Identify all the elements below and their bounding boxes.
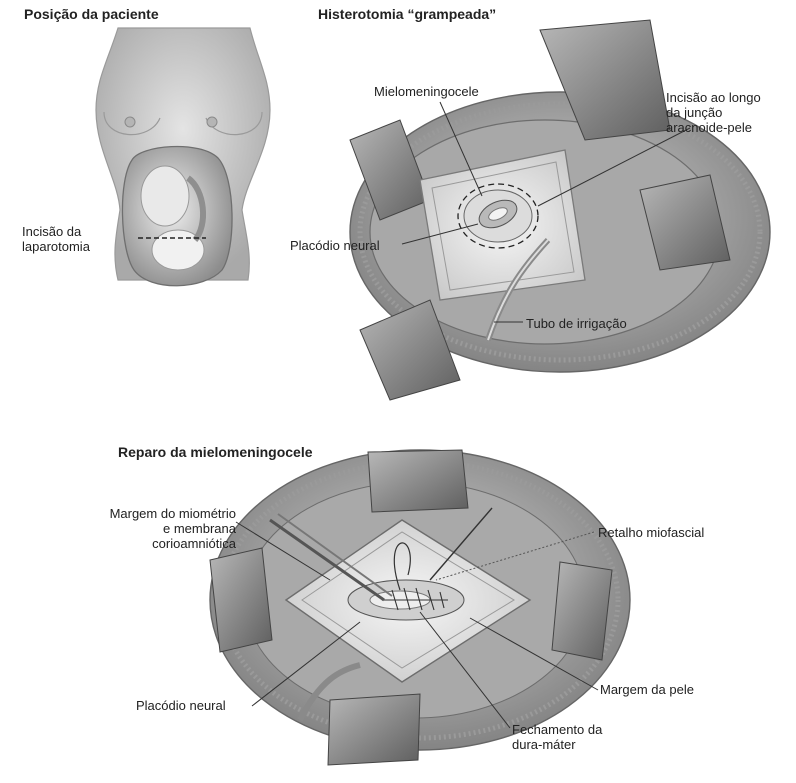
- label-incision-junction-line2: da junção: [666, 105, 761, 120]
- label-skin-margin: Margem da pele: [600, 682, 694, 697]
- panel-title-patient: Posição da paciente: [24, 6, 159, 22]
- patient-torso: [96, 28, 270, 286]
- label-dura-closure: Fechamento da dura-máter: [512, 722, 602, 752]
- label-irrigation-tube: Tubo de irrigação: [526, 316, 627, 331]
- hysterotomy-field: [350, 20, 770, 400]
- panel-title-hysterotomy: Histerotomia “grampeada”: [318, 6, 496, 22]
- repair-field: [210, 450, 630, 765]
- label-myometrium-margin: Margem do miométrio e membrana corioamni…: [52, 506, 236, 551]
- label-dura-line2: dura-máter: [512, 737, 602, 752]
- label-laparotomy-incision: Incisão da laparotomia: [22, 224, 90, 254]
- label-neural-placode-bottom: Placódio neural: [136, 698, 226, 713]
- label-myometrium-line2: e membrana: [52, 521, 236, 536]
- label-myofascial-flap: Retalho miofascial: [598, 525, 704, 540]
- label-laparotomy-incision-line2: laparotomia: [22, 239, 90, 254]
- label-neural-placode-top: Placódio neural: [290, 238, 380, 253]
- label-myometrium-line3: corioamniótica: [52, 536, 236, 551]
- label-laparotomy-incision-line1: Incisão da: [22, 224, 90, 239]
- label-incision-junction: Incisão ao longo da junção aracnoide-pel…: [666, 90, 761, 135]
- label-incision-junction-line3: aracnoide-pele: [666, 120, 761, 135]
- label-myelomeningocele: Mielomeningocele: [374, 84, 479, 99]
- label-myometrium-line1: Margem do miométrio: [52, 506, 236, 521]
- label-dura-line1: Fechamento da: [512, 722, 602, 737]
- panel-title-repair: Reparo da mielomeningocele: [118, 444, 313, 460]
- label-incision-junction-line1: Incisão ao longo: [666, 90, 761, 105]
